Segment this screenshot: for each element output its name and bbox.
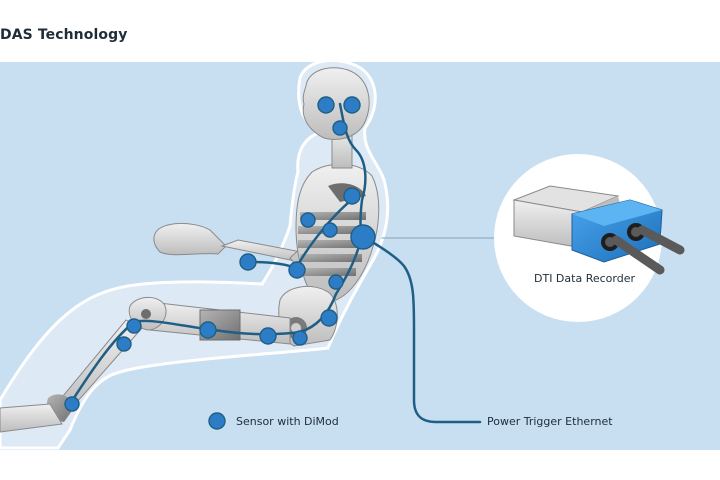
data-recorder-icon <box>512 185 685 275</box>
dummy-outline <box>0 59 390 450</box>
head <box>302 67 370 169</box>
sensor-head-left <box>317 96 335 114</box>
sensor-shoulder <box>343 187 361 205</box>
sensor-knee-upper <box>126 318 142 334</box>
recorder-callout <box>494 154 685 322</box>
sensor-thorax-main <box>350 224 376 250</box>
sensor-chest-mid <box>322 222 338 238</box>
sensor-hip <box>292 330 308 346</box>
sensors <box>64 96 376 412</box>
sensor-elbow <box>288 261 306 279</box>
sensor-femur-upper <box>259 327 277 345</box>
sensor-chest-upper <box>300 212 316 228</box>
sensor-femur-mid <box>199 321 217 339</box>
sensor-lumbar <box>328 274 344 290</box>
sensor-ankle <box>64 396 80 412</box>
sensor-forearm <box>239 253 257 271</box>
sensor-pelvis <box>320 309 338 327</box>
cable-label: Power Trigger Ethernet <box>487 415 613 428</box>
sensor-knee <box>116 336 132 352</box>
sensor-head-right <box>343 96 361 114</box>
legend-sensor-label: Sensor with DiMod <box>236 415 339 428</box>
page-title: DAS Technology <box>0 27 128 43</box>
recorder-label: DTI Data Recorder <box>534 272 635 285</box>
sensor-dot-icon <box>208 412 226 430</box>
sensor-neck <box>332 120 348 136</box>
